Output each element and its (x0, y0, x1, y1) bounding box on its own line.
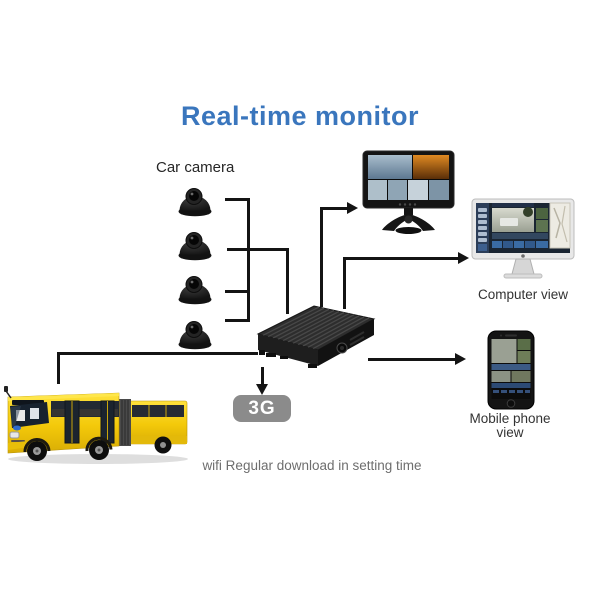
arrow-to-mobile-icon (455, 353, 466, 365)
connector-monitor-vertical (320, 207, 323, 307)
connector-camera2-drop (286, 248, 289, 314)
connector-monitor-horizontal (320, 207, 348, 210)
dome-camera-icon (178, 321, 212, 350)
connector-camera-trunk (247, 198, 250, 322)
smartphone-icon (487, 330, 535, 410)
connector-camera1 (225, 198, 250, 201)
mobile-label-line1: Mobile phone (469, 411, 551, 426)
connector-computer-vertical (343, 257, 346, 309)
connector-mobile (368, 358, 456, 361)
connector-bus-horizontal (57, 352, 258, 355)
dome-camera-icon (178, 232, 212, 261)
arrow-to-3g-icon (256, 384, 268, 395)
connector-camera4 (225, 319, 250, 322)
connector-3g (261, 367, 264, 384)
connector-bus-vertical (57, 352, 60, 384)
connector-camera2 (227, 248, 289, 251)
dome-camera-icon (178, 276, 212, 305)
dome-camera-icon (178, 188, 212, 217)
arrow-to-monitor-icon (347, 202, 358, 214)
mobile-label-line2: view (496, 425, 524, 441)
connector-camera3 (225, 290, 250, 293)
desktop-computer-icon (471, 198, 575, 279)
footnote-text: wifi Regular download in setting time (202, 458, 422, 473)
page-title: Real-time monitor (180, 101, 420, 131)
computer-view-label: Computer view (477, 287, 569, 302)
camera-group-label: Car camera (156, 159, 235, 176)
arrow-to-computer-icon (458, 252, 469, 264)
mobile-phone-view-label: Mobile phone view (455, 411, 565, 441)
network-3g-badge: 3G (233, 395, 291, 422)
mobile-dvr-icon (256, 305, 376, 368)
bus-icon (4, 386, 188, 464)
car-monitor-icon (362, 150, 455, 234)
connector-computer-horizontal (343, 257, 459, 260)
